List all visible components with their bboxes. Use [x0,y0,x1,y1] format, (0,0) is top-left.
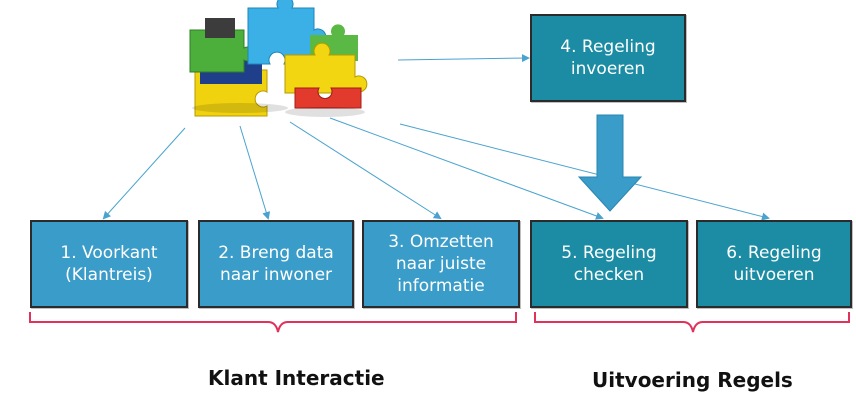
box-1-label: 1. Voorkant (Klantreis) [60,243,158,285]
brace-klant-interactie [29,312,517,333]
box-2-label: 2. Breng data naar inwoner [218,243,334,285]
big-down-arrow [577,114,643,212]
box-3-label: 3. Omzetten naar juiste informatie [388,232,494,296]
box-5-regeling-checken: 5. Regeling checken [530,220,688,308]
box-4-label: 4. Regeling invoeren [560,37,656,79]
connector-to-box-3 [289,121,442,220]
connector-to-box-4 [397,54,530,63]
connector-to-box-2 [239,125,271,220]
box-1-voorkant: 1. Voorkant (Klantreis) [30,220,188,308]
connector-to-box-6 [399,123,770,221]
box-2-breng-data: 2. Breng data naar inwoner [198,220,354,308]
box-6-regeling-uitvoeren: 6. Regeling uitvoeren [696,220,852,308]
group-label-uitvoering-regels: Uitvoering Regels [592,368,793,392]
box-5-label: 5. Regeling checken [561,243,657,285]
brace-uitvoering-regels [534,312,850,333]
group-label-klant-interactie: Klant Interactie [208,366,385,390]
box-4-regeling-invoeren: 4. Regeling invoeren [530,14,686,102]
box-3-omzetten: 3. Omzetten naar juiste informatie [362,220,520,308]
box-6-label: 6. Regeling uitvoeren [726,243,822,285]
connector-to-box-5 [329,117,604,220]
connector-to-box-1 [102,127,186,220]
puzzle-pieces-icon [189,0,368,117]
